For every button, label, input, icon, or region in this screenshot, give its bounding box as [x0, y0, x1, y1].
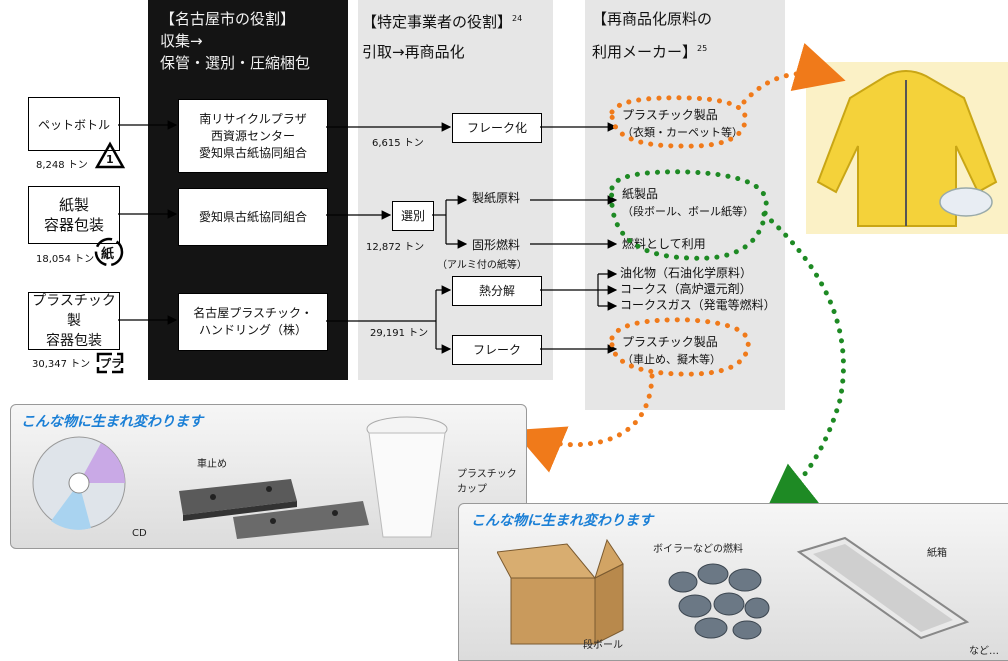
- flake2-box: フレーク: [452, 335, 542, 365]
- solid-fuel-label: 固形燃料: [472, 238, 521, 252]
- caption-cardboard: 段ボール: [583, 640, 623, 651]
- panel-paper-title: こんな物に生まれ変わります: [471, 513, 653, 529]
- caption-car-stop: 車止め: [197, 459, 227, 470]
- plastic-amount: 30,347 トン: [32, 359, 91, 370]
- maker-column: [585, 0, 785, 410]
- pet-recycle-icon: 1: [94, 141, 126, 173]
- city-header: 【名古屋市の役割】 収集→ 保管・選別・圧縮梱包: [160, 10, 311, 72]
- pet-amount: 8,248 トン: [36, 160, 88, 171]
- business-column: [358, 0, 553, 380]
- panel-plastic-products: こんな物に生まれ変わります CD 車止め プラスチックカップ: [10, 404, 527, 549]
- caption-etc: など…: [969, 646, 999, 657]
- output-paper-products: 紙製品（段ボール、ボール紙等）: [622, 187, 754, 218]
- source-paper-packaging: 紙製 容器包装: [28, 186, 120, 244]
- business-header: 【特定事業者の役割】24 引取→再商品化: [362, 13, 523, 61]
- maker-header: 【再商品化原料の 利用メーカー】25: [592, 10, 713, 61]
- paper-recycle-icon: 紙: [92, 236, 126, 268]
- paper-amount: 18,054 トン: [36, 254, 95, 265]
- paper-box-image: [795, 532, 971, 642]
- sort-box: 選別: [392, 201, 434, 231]
- output-fuel: 燃料として利用: [622, 237, 706, 251]
- output-coke: コークス（高炉還元剤）: [620, 282, 752, 296]
- solid-fuel-note: （アルミ付の紙等）: [437, 260, 527, 271]
- panel-paper-products: こんな物に生まれ変わります 段ボール ボイラーなどの燃料 紙箱 など…: [458, 503, 1008, 661]
- thermal-box: 熱分解: [452, 276, 542, 306]
- cd-image: [31, 435, 127, 531]
- car-stop-image: [173, 473, 373, 541]
- city-box-minami-plaza: 南リサイクルプラザ西資源センター愛知県古紙協同組合: [178, 99, 328, 173]
- cardboard-box-image: [497, 538, 629, 648]
- caption-cd: CD: [132, 528, 147, 539]
- plastic-processed-amount: 29,191 トン: [370, 328, 429, 339]
- plastic-cup-image: [363, 415, 451, 541]
- city-box-nagoya-plastic: 名古屋プラスチック・ハンドリング（株）: [178, 293, 328, 351]
- sort-amount: 12,872 トン: [366, 242, 425, 253]
- output-oil: 油化物（石油化学原料）: [620, 266, 753, 280]
- source-plastic-packaging: プラスチック製 容器包装: [28, 292, 120, 350]
- panel-plastic-title: こんな物に生まれ変わります: [21, 414, 203, 430]
- flake-amount: 6,615 トン: [372, 138, 424, 149]
- output-coke-gas: コークスガス（発電等燃料）: [620, 298, 776, 312]
- flake-box: フレーク化: [452, 113, 542, 143]
- caption-boiler-fuel: ボイラーなどの燃料: [653, 544, 743, 555]
- caption-paper-box: 紙箱: [927, 548, 947, 559]
- paper-raw-label: 製紙原料: [472, 191, 521, 205]
- plastic-recycle-icon: プラ: [92, 346, 128, 378]
- output-plastic-carstops: プラスチック製品（車止め、擬木等）: [622, 335, 721, 366]
- caption-plastic-cup: プラスチックカップ: [457, 469, 517, 495]
- city-box-paper-union: 愛知県古紙協同組合: [178, 188, 328, 246]
- source-pet-bottle: ペットボトル: [28, 97, 120, 151]
- output-plastic-clothing: プラスチック製品（衣類・カーペット等）: [622, 108, 743, 139]
- fuel-pellets-image: [665, 560, 773, 640]
